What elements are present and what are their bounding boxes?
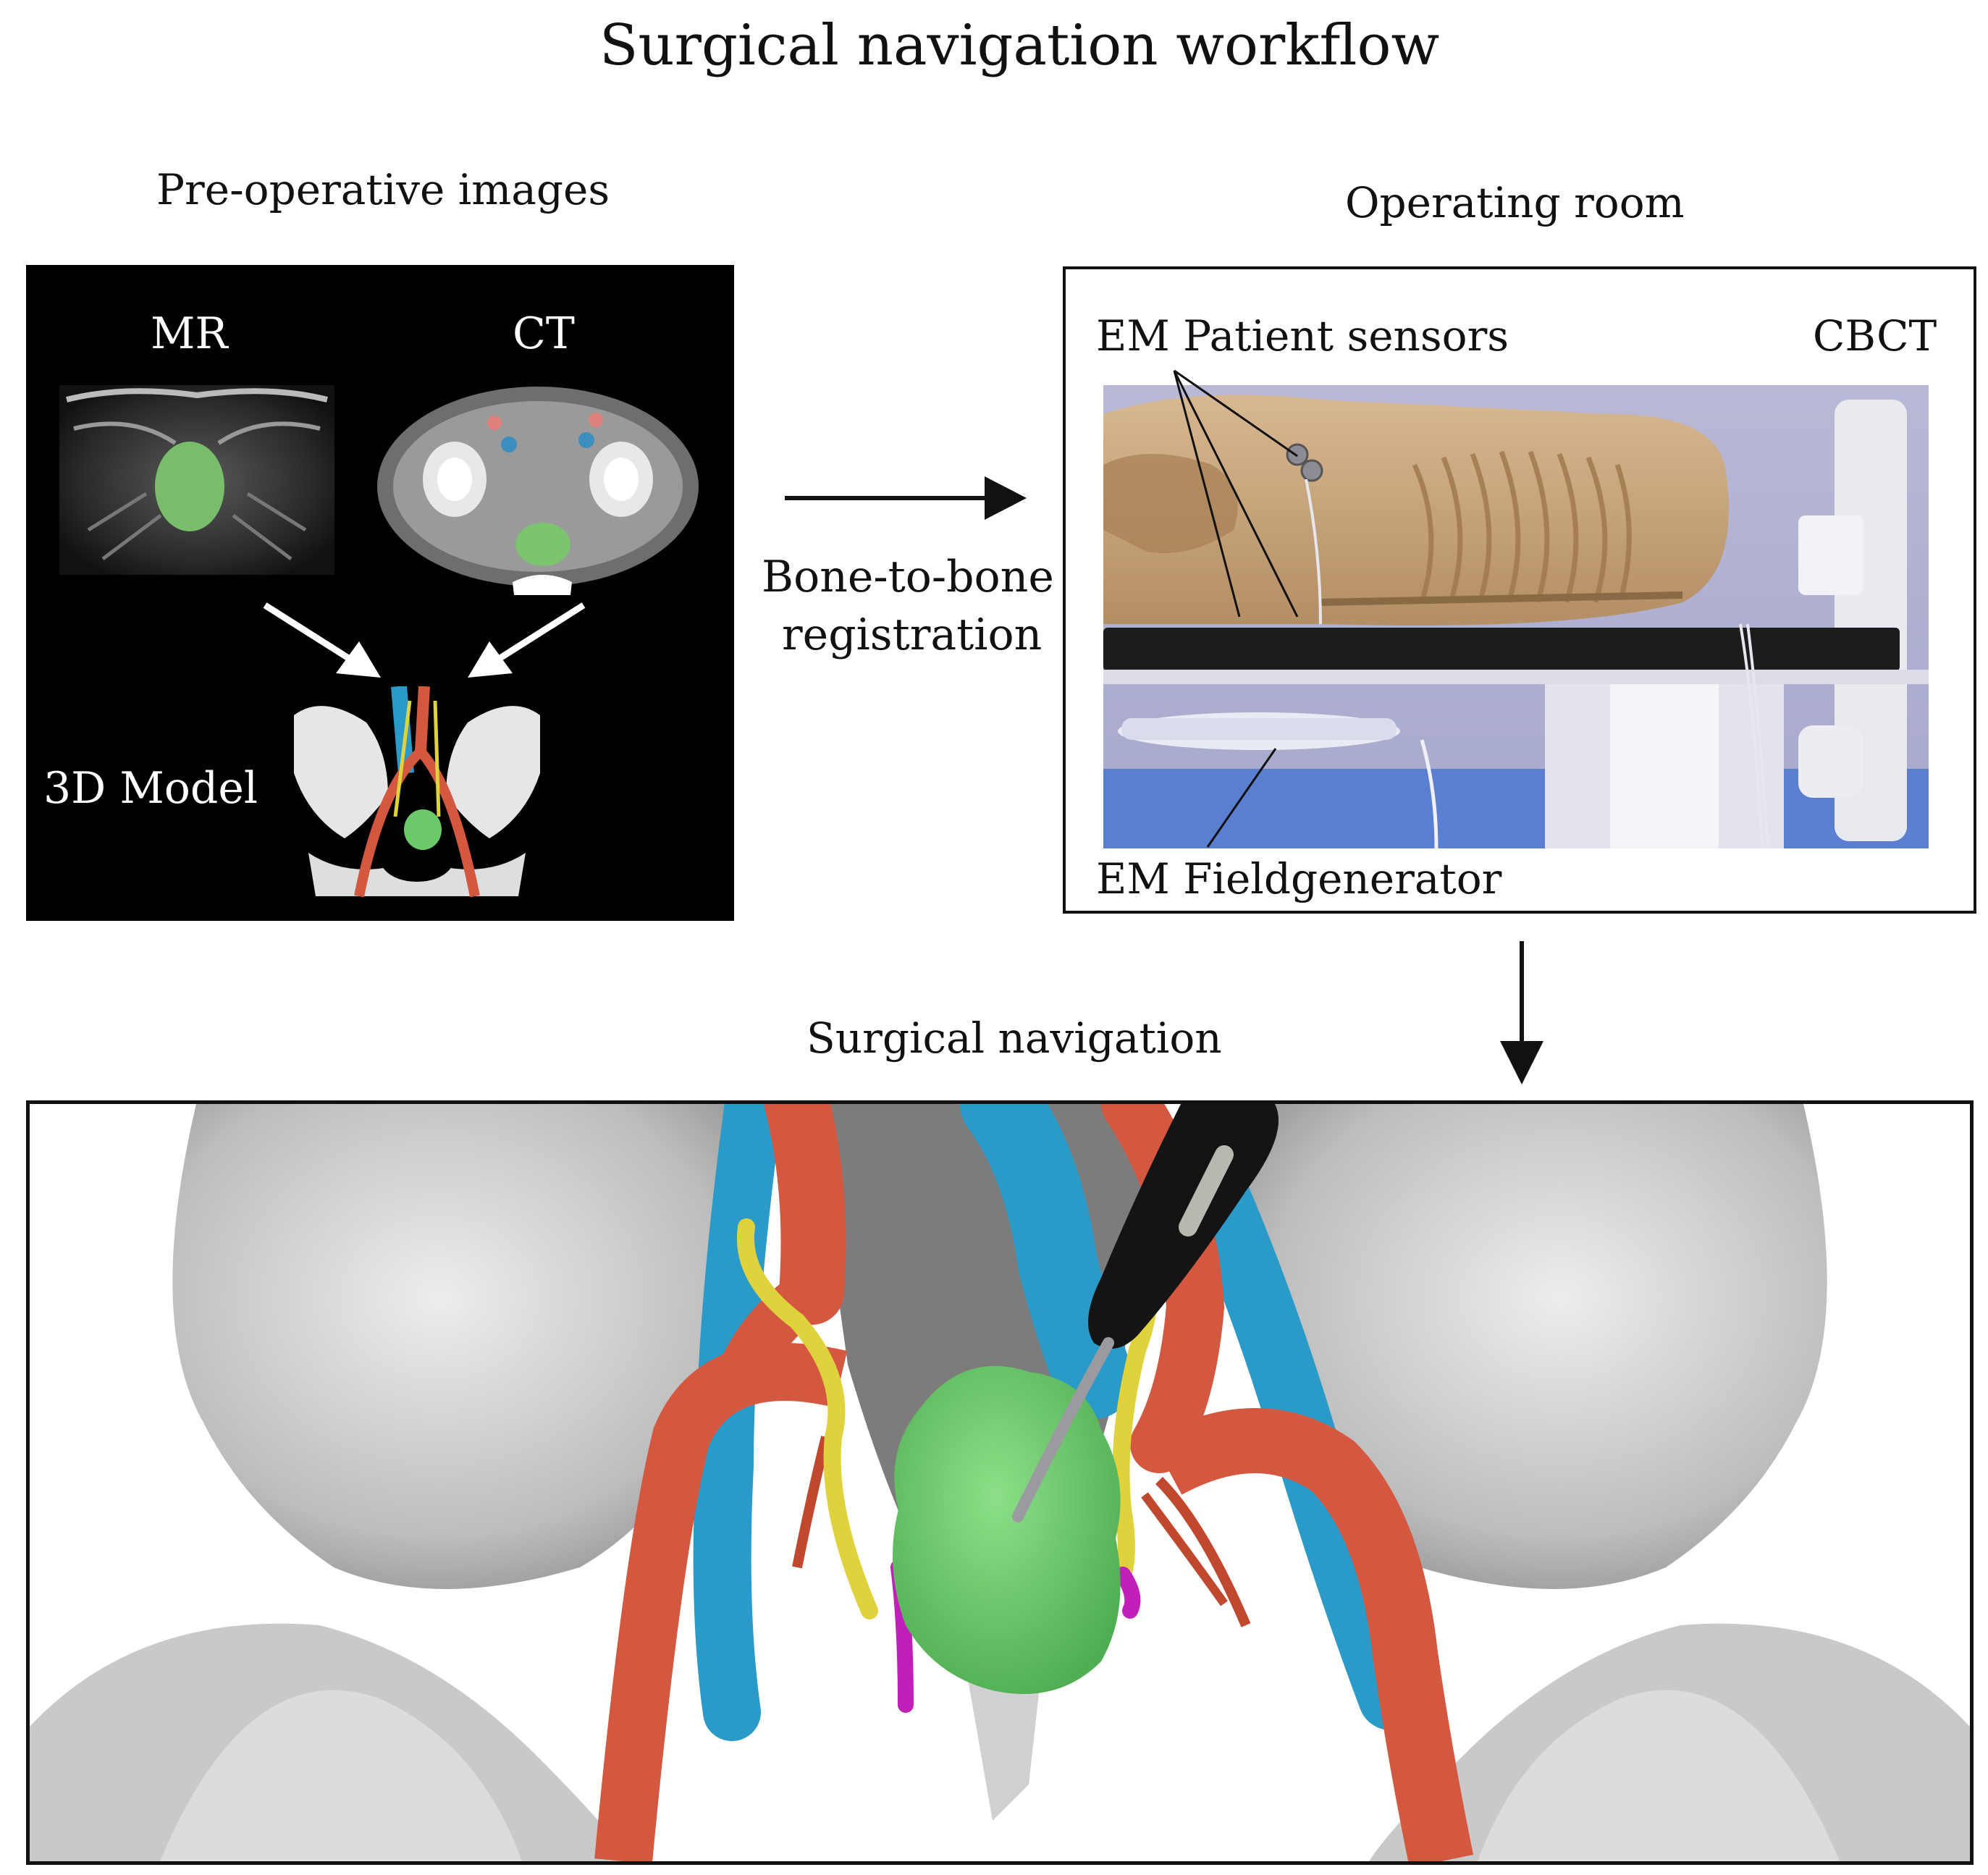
registration-arrow — [785, 476, 1027, 520]
ct-label: CT — [513, 308, 575, 359]
em-patient-sensors-label: EM Patient sensors — [1096, 311, 1509, 361]
figure-title: Surgical navigation workflow — [599, 13, 1440, 78]
surgical-navigation-panel — [26, 1100, 1974, 1865]
registration-label-line2: registration — [782, 610, 1043, 660]
or-to-navigation-arrow — [1500, 941, 1543, 1084]
operating-room-scene — [1103, 385, 1929, 848]
3d-model-label: 3D Model — [43, 763, 258, 814]
ct-to-model-arrow — [468, 602, 586, 678]
ct-image — [377, 387, 699, 595]
cbct-label: CBCT — [1813, 311, 1937, 361]
mr-to-model-arrow — [263, 602, 381, 678]
navigation-heading: Surgical navigation — [806, 1014, 1222, 1063]
preop-heading: Pre-operative images — [156, 165, 610, 214]
operating-room-panel: EM Patient sensors CBCT EM Fieldgenerato… — [1063, 266, 1976, 914]
mr-image — [59, 385, 334, 575]
operating-room-heading: Operating room — [1345, 178, 1685, 227]
3d-model-image — [294, 686, 540, 898]
mr-label: MR — [151, 308, 228, 359]
em-fieldgenerator-label: EM Fieldgenerator — [1096, 854, 1502, 903]
navigation-render — [30, 1104, 1970, 1861]
sensor-leader-lines — [1173, 369, 1299, 848]
preop-panel: MR CT — [26, 265, 734, 921]
registration-label-line1: Bone-to-bone — [762, 552, 1054, 602]
